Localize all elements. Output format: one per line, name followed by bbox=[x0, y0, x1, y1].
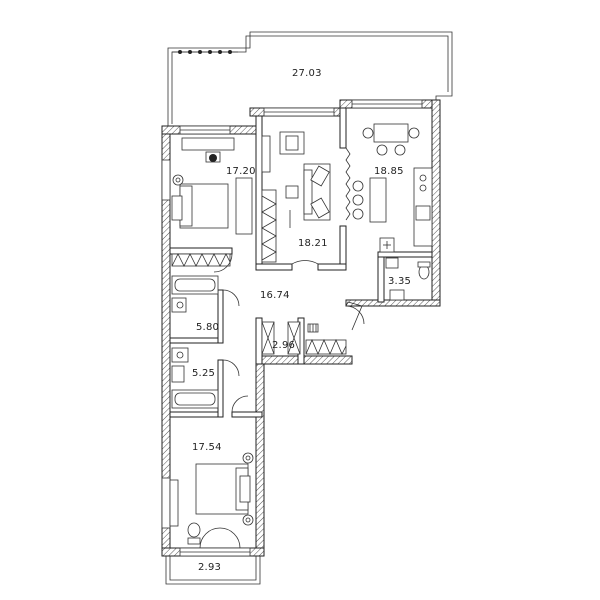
interior-walls bbox=[169, 107, 433, 418]
terrace bbox=[167, 31, 453, 128]
bathroom-1-area-label: 5.80 bbox=[196, 322, 219, 333]
bedroom-1-furniture bbox=[171, 137, 253, 235]
bathroom-2-area-label: 5.25 bbox=[192, 368, 215, 379]
bedroom-1-area-label: 17.20 bbox=[226, 166, 256, 177]
wardrobes bbox=[171, 189, 347, 356]
kitchen-dining-area-label: 18.85 bbox=[374, 166, 404, 177]
windows bbox=[161, 99, 423, 557]
bathroom-small-area-label: 3.35 bbox=[388, 276, 411, 287]
doors bbox=[199, 147, 365, 549]
bathroom-1-fixtures bbox=[171, 275, 219, 313]
balcony bbox=[165, 556, 261, 585]
living-room-area-label: 18.21 bbox=[298, 238, 328, 249]
hallway-details bbox=[307, 323, 319, 333]
bathroom-small-fixtures bbox=[385, 257, 431, 301]
balcony-area-label: 2.93 bbox=[198, 562, 221, 573]
bedroom-2-furniture bbox=[169, 452, 254, 545]
storage-area-label: 2.96 bbox=[272, 340, 295, 351]
terrace-railing-posts bbox=[178, 50, 232, 54]
area-labels: 27.03 17.20 18.21 18.85 3.35 16.74 5.80 … bbox=[192, 68, 411, 573]
bedroom-2-area-label: 17.54 bbox=[192, 442, 222, 453]
terrace-area-label: 27.03 bbox=[292, 68, 322, 79]
hallway-area-label: 16.74 bbox=[260, 290, 290, 301]
bathroom-2-fixtures bbox=[171, 347, 219, 409]
kitchen-furniture bbox=[352, 123, 433, 253]
living-furniture bbox=[261, 131, 331, 228]
